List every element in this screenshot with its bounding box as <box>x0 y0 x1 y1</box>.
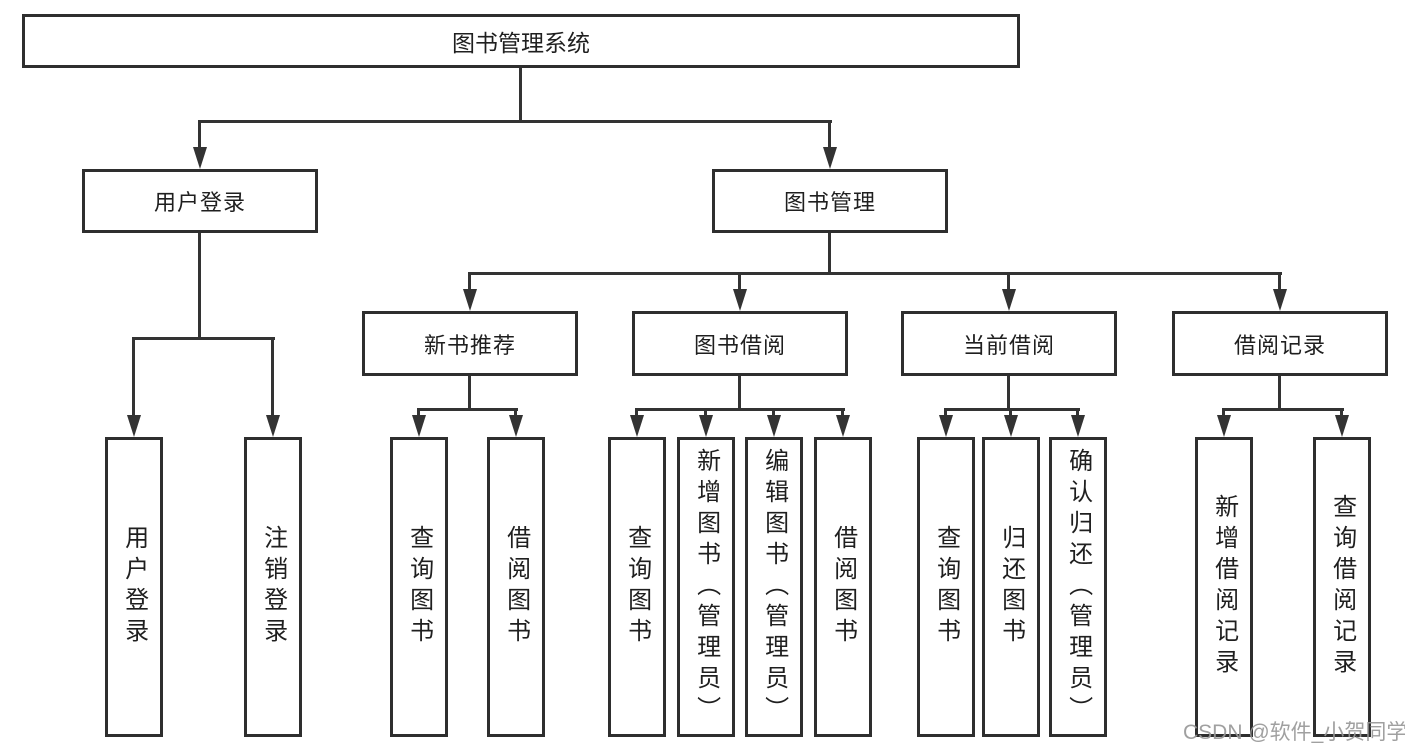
arrowhead <box>127 415 141 437</box>
arrowhead <box>193 147 207 169</box>
leaf-current-confirm-return-admin-label: 确认归还（管理员） <box>1064 447 1092 727</box>
connector-line <box>468 272 1282 275</box>
connector-line <box>468 376 471 408</box>
leaf-borrowing-edit-books-admin: 编辑图书（管理员） <box>745 437 803 737</box>
leaf-current-return-books: 归还图书 <box>982 437 1040 737</box>
leaf-recommend-borrow-books: 借阅图书 <box>487 437 545 737</box>
node-root-label: 图书管理系统 <box>452 30 590 56</box>
leaf-borrowing-borrow-books: 借阅图书 <box>814 437 872 737</box>
connector-line <box>828 120 831 150</box>
arrowhead <box>767 415 781 437</box>
arrowhead <box>733 289 747 311</box>
connector-line <box>772 408 775 417</box>
arrowhead <box>1071 415 1085 437</box>
arrowhead <box>630 415 644 437</box>
watermark: CSDN @软件_小贺同学 <box>1183 721 1405 744</box>
connector-line <box>704 408 707 417</box>
connector-line <box>1009 408 1012 417</box>
connector-line <box>635 408 638 417</box>
arrowhead <box>1004 415 1018 437</box>
connector-line <box>944 408 947 417</box>
arrowhead <box>1335 415 1349 437</box>
leaf-borrowing-add-books-admin: 新增图书（管理员） <box>677 437 735 737</box>
leaf-current-query-books-label: 查询图书 <box>932 525 960 649</box>
leaf-user-login: 用户登录 <box>105 437 163 737</box>
leaf-borrowing-edit-books-admin-label: 编辑图书（管理员） <box>760 447 788 727</box>
leaf-borrowing-borrow-books-label: 借阅图书 <box>829 525 857 649</box>
leaf-current-return-books-label: 归还图书 <box>997 525 1025 649</box>
node-book-borrowing: 图书借阅 <box>632 311 848 376</box>
node-root: 图书管理系统 <box>22 14 1020 68</box>
arrowhead <box>1002 289 1016 311</box>
leaf-user-login-label: 用户登录 <box>120 525 148 649</box>
connector-line <box>198 233 201 337</box>
node-book-management: 图书管理 <box>712 169 948 233</box>
connector-line <box>417 408 518 411</box>
connector-line <box>1007 272 1010 293</box>
node-borrow-records: 借阅记录 <box>1172 311 1388 376</box>
node-new-book-recommend: 新书推荐 <box>362 311 578 376</box>
connector-line <box>132 337 135 417</box>
arrowhead <box>412 415 426 437</box>
leaf-records-query-record-label: 查询借阅记录 <box>1328 494 1356 680</box>
leaf-records-add-record-label: 新增借阅记录 <box>1210 494 1238 680</box>
node-current-borrowing: 当前借阅 <box>901 311 1117 376</box>
connector-line <box>1007 376 1010 408</box>
connector-line <box>1278 272 1281 293</box>
node-book-borrowing-label: 图书借阅 <box>693 332 786 358</box>
connector-line <box>1222 408 1344 411</box>
arrowhead <box>463 289 477 311</box>
connector-line <box>1340 408 1343 417</box>
arrowhead <box>266 415 280 437</box>
arrowhead <box>1217 415 1231 437</box>
leaf-recommend-query-books: 查询图书 <box>390 437 448 737</box>
node-book-management-label: 图书管理 <box>783 190 876 215</box>
arrowhead <box>509 415 523 437</box>
connector-line <box>635 408 845 411</box>
connector-line <box>1222 408 1225 417</box>
leaf-records-add-record: 新增借阅记录 <box>1195 437 1253 737</box>
arrowhead <box>823 147 837 169</box>
node-current-borrowing-label: 当前借阅 <box>962 332 1055 358</box>
leaf-logout: 注销登录 <box>244 437 302 737</box>
node-user-login-label: 用户登录 <box>153 190 246 215</box>
connector-line <box>738 376 741 408</box>
connector-line <box>519 68 522 120</box>
connector-line <box>1076 408 1079 417</box>
connector-line <box>828 233 831 272</box>
leaf-borrowing-add-books-admin-label: 新增图书（管理员） <box>692 447 720 727</box>
node-user-login: 用户登录 <box>82 169 318 233</box>
node-new-book-recommend-label: 新书推荐 <box>423 332 516 358</box>
connector-line <box>1278 376 1281 408</box>
connector-line <box>514 408 517 417</box>
connector-line <box>132 337 275 340</box>
connector-line <box>944 408 1080 411</box>
connector-line <box>468 272 471 293</box>
leaf-borrowing-query-books-label: 查询图书 <box>623 525 651 649</box>
arrowhead <box>1273 289 1287 311</box>
leaf-recommend-query-books-label: 查询图书 <box>405 525 433 649</box>
arrowhead <box>699 415 713 437</box>
connector-line <box>417 408 420 417</box>
arrowhead <box>836 415 850 437</box>
connector-line <box>738 272 741 293</box>
arrowhead <box>939 415 953 437</box>
leaf-borrowing-query-books: 查询图书 <box>608 437 666 737</box>
leaf-logout-label: 注销登录 <box>259 525 287 649</box>
connector-line <box>271 337 274 417</box>
leaf-current-query-books: 查询图书 <box>917 437 975 737</box>
leaf-recommend-borrow-books-label: 借阅图书 <box>502 525 530 649</box>
leaf-records-query-record: 查询借阅记录 <box>1313 437 1371 737</box>
leaf-current-confirm-return-admin: 确认归还（管理员） <box>1049 437 1107 737</box>
connector-line <box>841 408 844 417</box>
connector-line <box>198 120 832 123</box>
node-borrow-records-label: 借阅记录 <box>1233 332 1326 358</box>
connector-line <box>198 120 201 150</box>
